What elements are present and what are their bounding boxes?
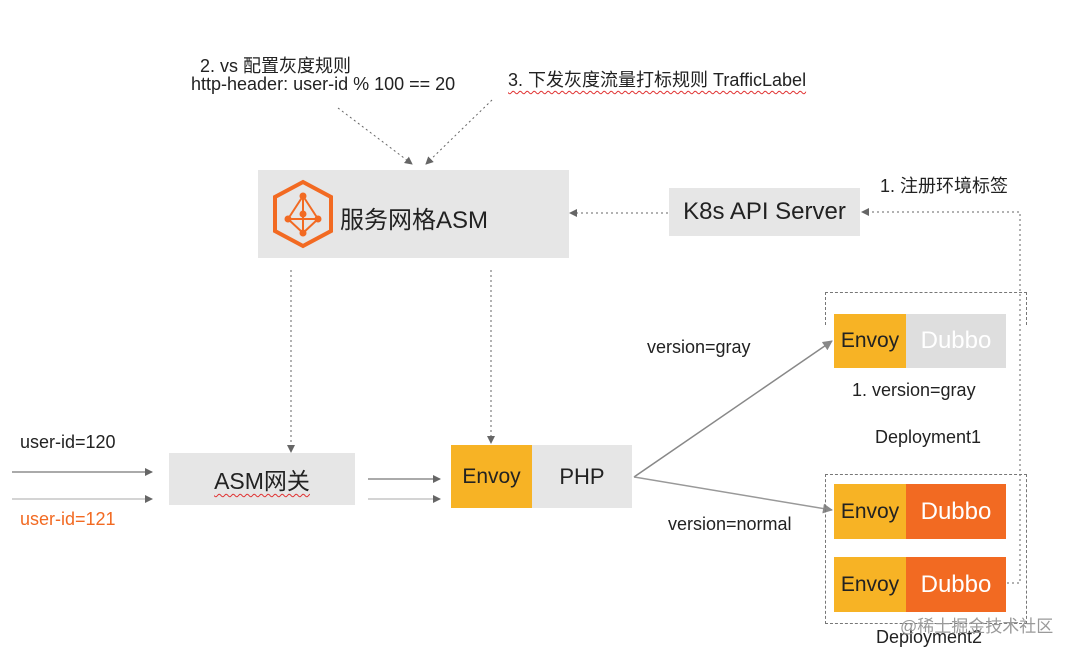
register-tag-annotation: 1. 注册环境标签	[880, 176, 1009, 196]
k8s-api-server-node: K8s API Server	[669, 188, 860, 236]
asm-gateway-label: ASM网关	[214, 468, 310, 494]
normal-envoy-sidecar-2: Envoy	[834, 557, 906, 612]
user-id-120-label: user-id=120	[20, 432, 116, 452]
vs-rule-arrow	[337, 107, 413, 165]
register-tag-path	[861, 208, 1021, 584]
user-id-121-label: user-id=121	[20, 509, 116, 529]
normal-dubbo-service-1: Dubbo	[906, 484, 1006, 539]
normal-route-label: version=normal	[668, 514, 792, 534]
gray-dubbo-service: Dubbo	[906, 314, 1006, 368]
asm-title: 服务网格ASM	[340, 207, 489, 234]
php-service: PHP	[532, 445, 632, 508]
deployment2-label: Deployment2	[876, 627, 983, 647]
traffic-label-annotation: 3. 下发灰度流量打标规则 TrafficLabel	[508, 70, 807, 90]
vs-rule-line2: http-header: user-id % 100 == 20	[191, 74, 456, 94]
asm-gateway-node: ASM网关	[169, 453, 355, 505]
deployment2-frame	[825, 474, 1027, 624]
deployment1-label: Deployment1	[875, 427, 982, 447]
gray-version-label: 1. version=gray	[852, 380, 976, 400]
php-envoy-sidecar: Envoy	[451, 445, 532, 508]
watermark-text: @稀土掘金技术社区	[900, 617, 1054, 636]
gray-envoy-sidecar: Envoy	[834, 314, 906, 368]
vs-rule-line1: 2. vs 配置灰度规则	[200, 56, 352, 76]
normal-envoy-sidecar-1: Envoy	[834, 484, 906, 539]
gray-route-label: version=gray	[647, 337, 751, 357]
normal-dubbo-service-2: Dubbo	[906, 557, 1006, 612]
gray-route-arrow	[633, 340, 833, 478]
traffic-label-arrow	[425, 99, 493, 165]
normal-route-arrow	[633, 476, 833, 514]
deployment1-frame	[825, 292, 1027, 325]
asm-logo-icon	[273, 179, 333, 249]
asm-node: 服务网格ASM	[258, 170, 569, 258]
